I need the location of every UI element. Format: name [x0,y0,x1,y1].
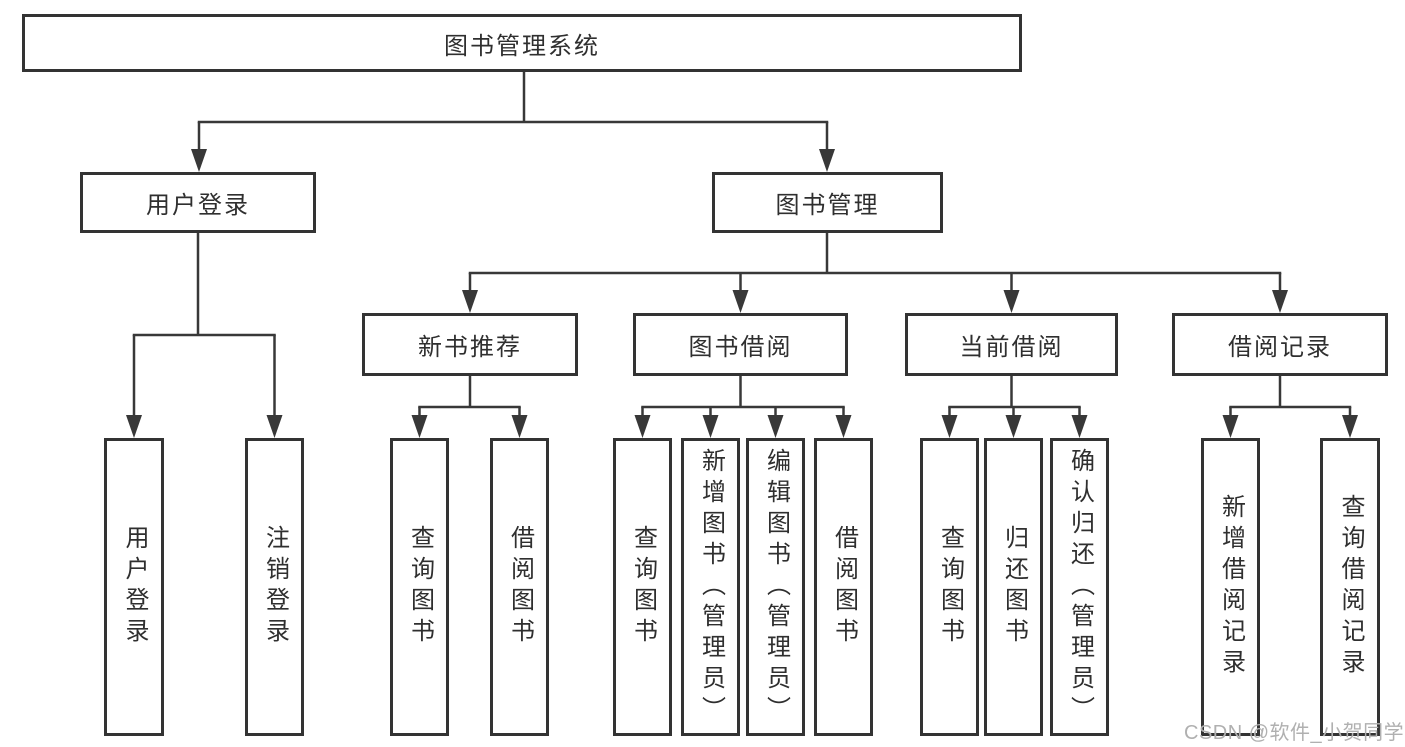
node-user-login-label: 用户登录 [146,192,250,219]
leaf-newbook-borrow-label: 借阅图书 [506,525,534,649]
leaf-borrow-query: 查询图书 [613,438,672,736]
leaf-borrow-borrow: 借阅图书 [814,438,873,736]
leaf-current-confirm-label: 确认归还（管理员） [1066,447,1094,727]
leaf-current-confirm: 确认归还（管理员） [1050,438,1109,736]
leaf-record-query-label: 查询借阅记录 [1337,494,1364,680]
node-current-borrow-label: 当前借阅 [959,334,1064,361]
leaf-newbook-query: 查询图书 [390,438,449,736]
watermark: CSDN @软件_小贺同学 [1184,722,1405,744]
leaf-user-login-label: 用户登录 [121,525,148,649]
leaf-current-return: 归还图书 [984,438,1043,736]
leaf-borrow-edit-label: 编辑图书（管理员） [762,447,790,727]
node-book-mgmt: 图书管理 [712,172,943,233]
leaf-record-query: 查询借阅记录 [1320,438,1380,736]
node-root: 图书管理系统 [22,14,1022,72]
node-user-login: 用户登录 [80,172,316,233]
node-book-borrow: 图书借阅 [633,313,848,376]
node-current-borrow: 当前借阅 [905,313,1118,376]
node-borrow-record: 借阅记录 [1172,313,1388,376]
leaf-logout: 注销登录 [245,438,304,736]
leaf-borrow-query-label: 查询图书 [629,525,657,649]
leaf-borrow-add-label: 新增图书（管理员） [697,447,725,727]
node-book-mgmt-label: 图书管理 [775,192,880,219]
node-root-label: 图书管理系统 [444,32,600,60]
node-book-borrow-label: 图书借阅 [688,334,793,361]
leaf-borrow-edit: 编辑图书（管理员） [746,438,805,736]
leaf-logout-label: 注销登录 [261,525,289,649]
leaf-borrow-borrow-label: 借阅图书 [830,525,858,649]
leaf-record-add-label: 新增借阅记录 [1217,494,1245,680]
node-new-book: 新书推荐 [362,313,578,376]
leaf-current-query: 查询图书 [920,438,979,736]
leaf-borrow-add: 新增图书（管理员） [681,438,740,736]
leaf-newbook-query-label: 查询图书 [406,525,434,649]
leaf-newbook-borrow: 借阅图书 [490,438,549,736]
leaf-user-login: 用户登录 [104,438,164,736]
leaf-record-add: 新增借阅记录 [1201,438,1260,736]
leaf-current-return-label: 归还图书 [1000,525,1028,649]
node-new-book-label: 新书推荐 [418,334,522,361]
node-borrow-record-label: 借阅记录 [1228,334,1332,361]
leaf-current-query-label: 查询图书 [936,525,964,649]
